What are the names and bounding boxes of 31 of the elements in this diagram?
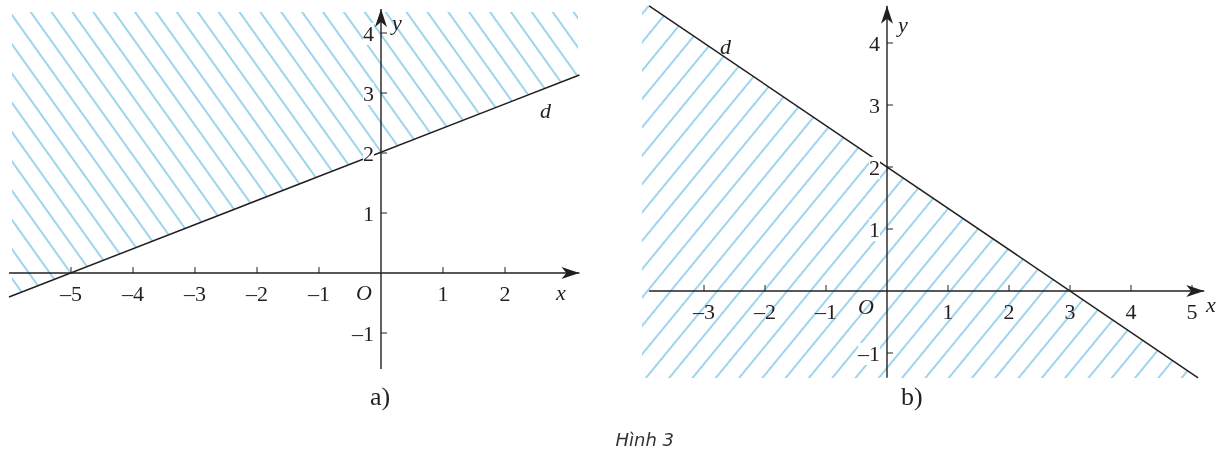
tick-label: 2 xyxy=(499,283,511,305)
origin-label: O xyxy=(356,282,372,304)
tick-label: –1 xyxy=(858,343,880,365)
axis-label: x xyxy=(556,282,566,304)
axis-label: y xyxy=(898,14,908,36)
tick-label: –4 xyxy=(122,283,144,305)
tick-label: –2 xyxy=(246,283,268,305)
panel-label: a) xyxy=(370,384,391,410)
tick-label: –3 xyxy=(693,301,715,323)
tick-label: 4 xyxy=(1125,301,1137,323)
line-label: d xyxy=(540,100,551,122)
tick-label: –3 xyxy=(184,283,206,305)
axis-label: x xyxy=(1206,294,1216,316)
origin-label: O xyxy=(858,296,874,318)
tick-label: –1 xyxy=(308,283,330,305)
tick-label: 2 xyxy=(1003,301,1015,323)
tick-label: 1 xyxy=(437,283,449,305)
tick-label: 3 xyxy=(363,83,374,105)
tick-label: 1 xyxy=(869,219,880,241)
tick-label: –5 xyxy=(60,283,82,305)
tick-label: 1 xyxy=(942,301,954,323)
tick-label: –2 xyxy=(754,301,776,323)
tick-label: 3 xyxy=(1064,301,1076,323)
tick-label: 4 xyxy=(363,23,374,45)
tick-label: –1 xyxy=(815,301,837,323)
caption: Hình 3 xyxy=(615,431,675,449)
tick-label: 5 xyxy=(1186,301,1198,323)
tick-label: 2 xyxy=(869,157,880,179)
panel-label: b) xyxy=(901,384,923,410)
line-label: d xyxy=(720,36,731,58)
axis-label: y xyxy=(392,12,402,34)
